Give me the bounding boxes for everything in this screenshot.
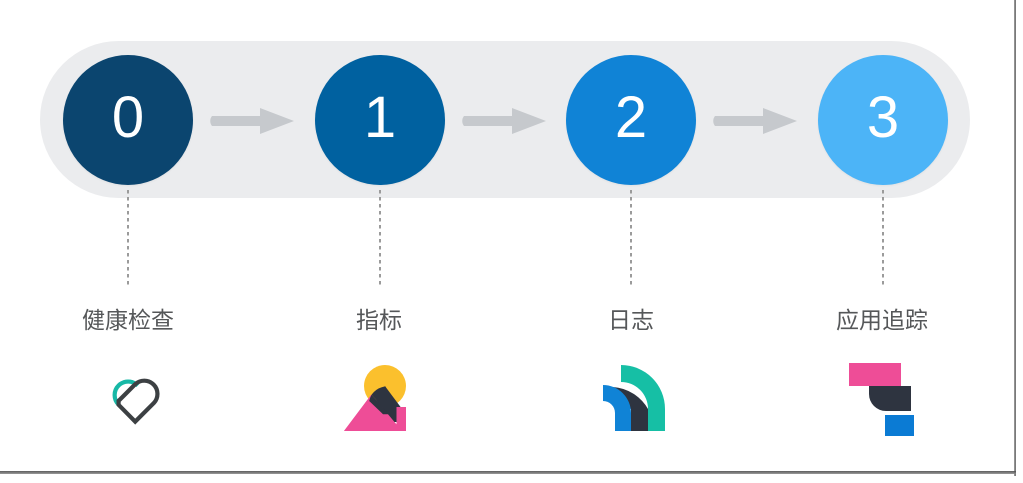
stage-circle-1[interactable]: 1 [315, 55, 445, 185]
arrow-0-to-1-icon [210, 106, 298, 136]
frame-border-bottom [0, 471, 1016, 474]
stage-circle-2[interactable]: 2 [566, 55, 696, 185]
stage-number-0: 0 [111, 85, 145, 150]
stage-label-3: 应用追踪 [836, 307, 928, 333]
connector-line-3 [882, 190, 884, 288]
stage-icon-2 [576, 358, 686, 444]
signal-waves-icon [591, 359, 671, 444]
mountain-sun-icon [340, 359, 420, 444]
stage-number-1: 1 [363, 85, 397, 150]
arrow-1-to-2-icon [462, 106, 550, 136]
connector-line-0 [127, 190, 129, 288]
stage-label-1: 指标 [356, 307, 402, 333]
connector-line-2 [630, 190, 632, 288]
arrow-2-to-3-icon [713, 106, 801, 136]
heart-pulse-icon [92, 363, 164, 440]
stage-icon-1 [325, 358, 435, 444]
stage-label-0: 健康检查 [82, 307, 174, 333]
stage-circle-0[interactable]: 0 [63, 55, 193, 185]
stage-icon-0 [73, 358, 183, 444]
frame-border-right [1014, 0, 1016, 476]
connector-line-1 [379, 190, 381, 288]
stage-number-3: 3 [866, 85, 900, 150]
stage-icon-3 [828, 358, 938, 444]
stacked-blocks-icon [841, 359, 925, 444]
stage-number-2: 2 [614, 85, 648, 150]
stage-circle-3[interactable]: 3 [818, 55, 948, 185]
stage-label-2: 日志 [608, 307, 654, 333]
